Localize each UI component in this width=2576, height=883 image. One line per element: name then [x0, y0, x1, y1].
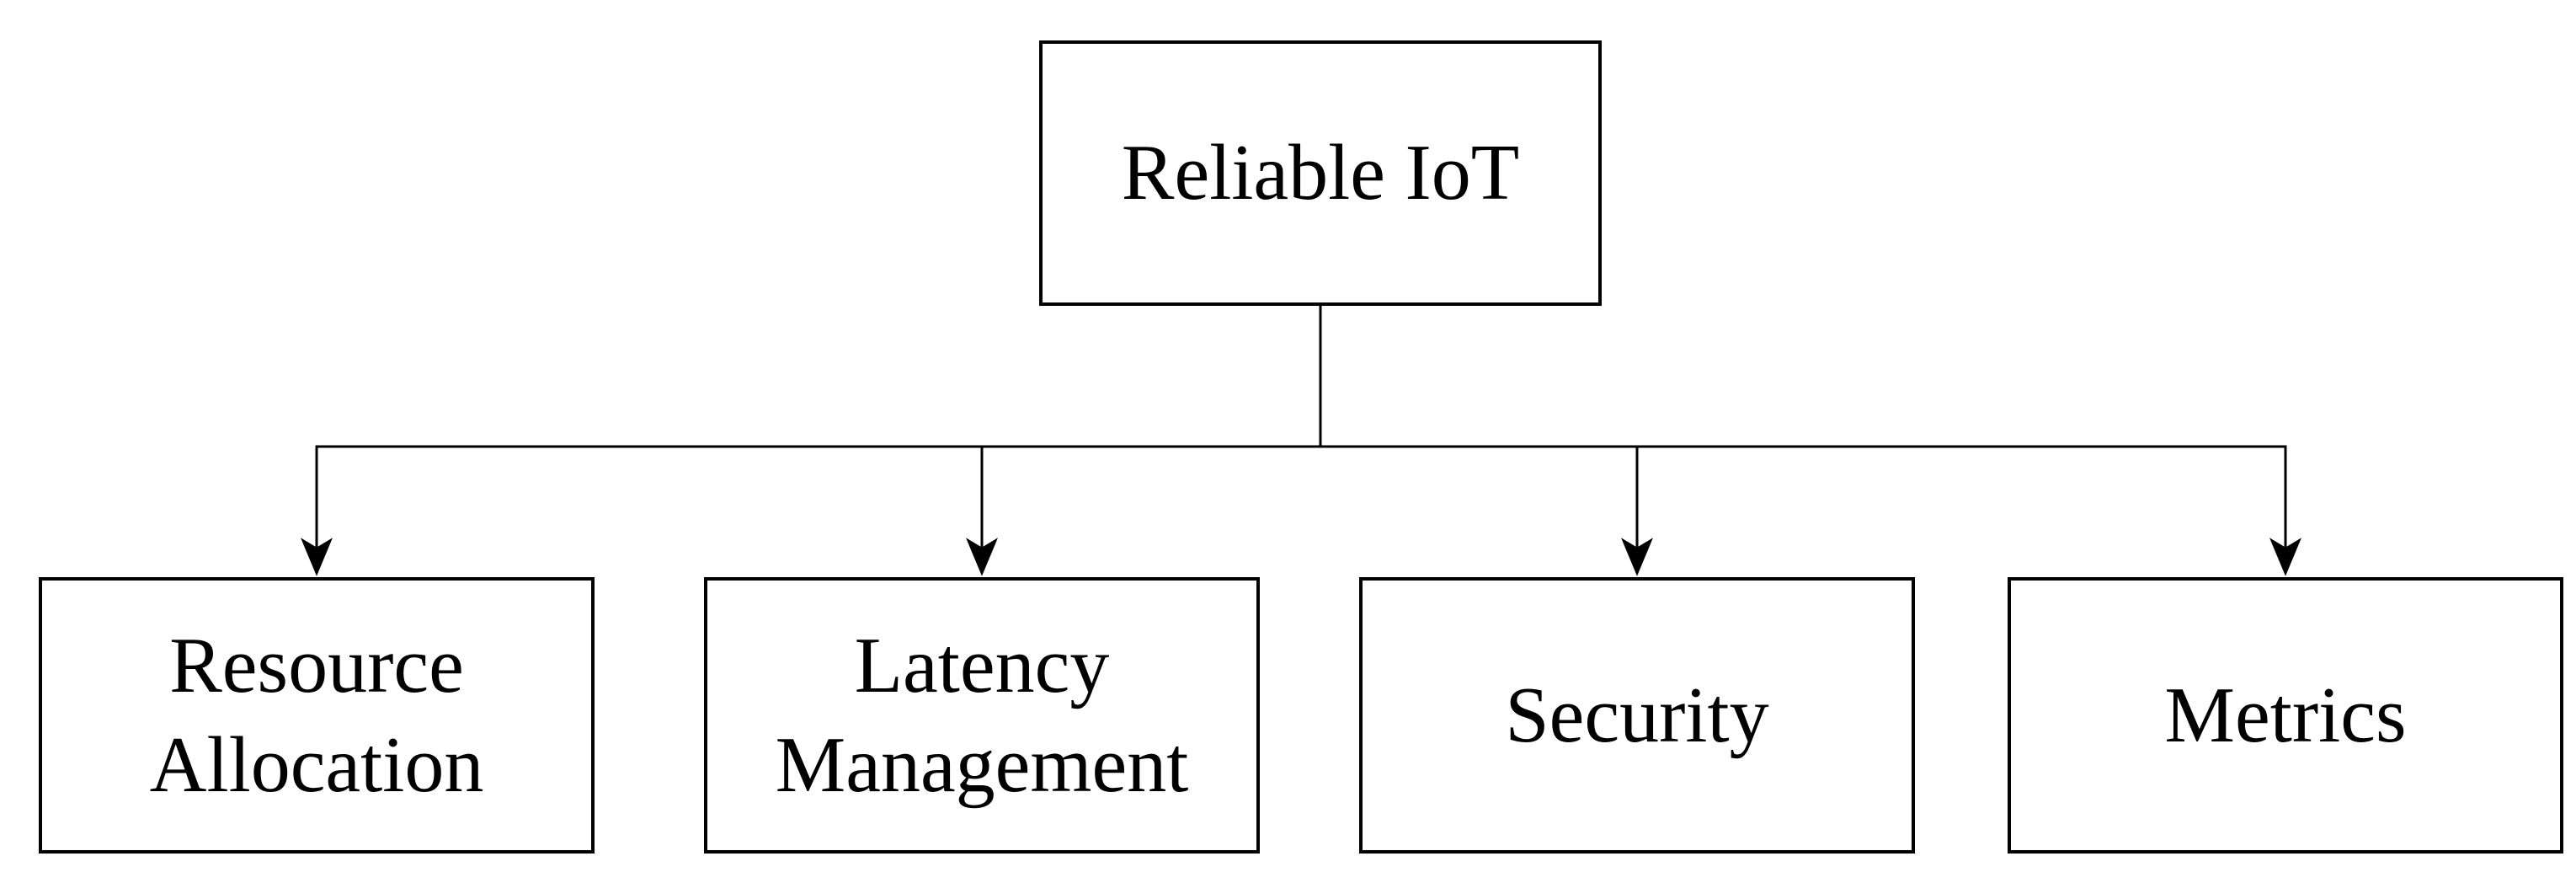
node-resource-allocation: Resource Allocation: [39, 577, 595, 854]
node-metrics: Metrics: [2008, 577, 2563, 854]
node-latency-management-label: Latency Management: [775, 621, 1189, 809]
node-security: Security: [1359, 577, 1915, 854]
node-metrics-label: Metrics: [2164, 671, 2407, 759]
node-reliable-iot: Reliable IoT: [1039, 40, 1602, 306]
node-reliable-iot-label: Reliable IoT: [1121, 129, 1520, 217]
node-security-label: Security: [1505, 671, 1769, 759]
node-resource-allocation-label: Resource Allocation: [149, 621, 484, 809]
node-latency-management: Latency Management: [704, 577, 1260, 854]
